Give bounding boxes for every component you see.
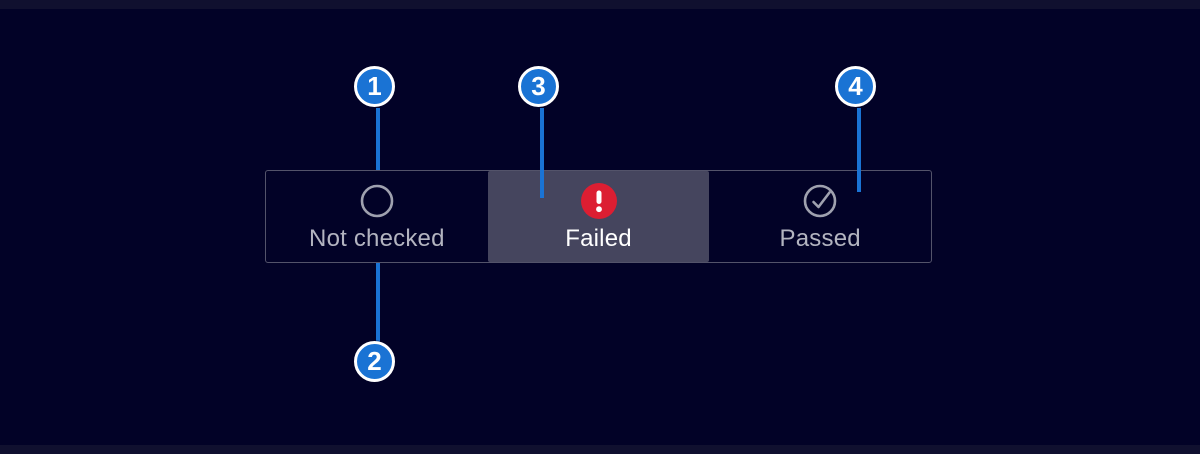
check-status-bar: Not checked Failed Passed [265,170,932,263]
callout-badge-4: 4 [835,66,876,107]
segment-failed[interactable]: Failed [487,171,710,262]
segment-not-checked[interactable]: Not checked [266,171,488,262]
circle-outline-icon [358,182,396,220]
segment-label-passed: Passed [779,225,861,252]
callout-badge-2: 2 [354,341,395,382]
callout-line-4 [857,108,861,192]
top-edge-divider [0,0,1200,9]
callout-badge-3: 3 [518,66,559,107]
check-circle-icon [801,182,839,220]
segment-passed[interactable]: Passed [709,171,931,262]
callout-line-2 [376,263,380,345]
segment-label-failed: Failed [565,225,632,252]
callout-badge-1: 1 [354,66,395,107]
callout-line-1 [376,108,380,170]
alert-circle-icon [580,182,618,220]
bottom-edge-divider [0,445,1200,454]
callout-line-3 [540,108,544,198]
segment-label-not-checked: Not checked [309,225,445,252]
